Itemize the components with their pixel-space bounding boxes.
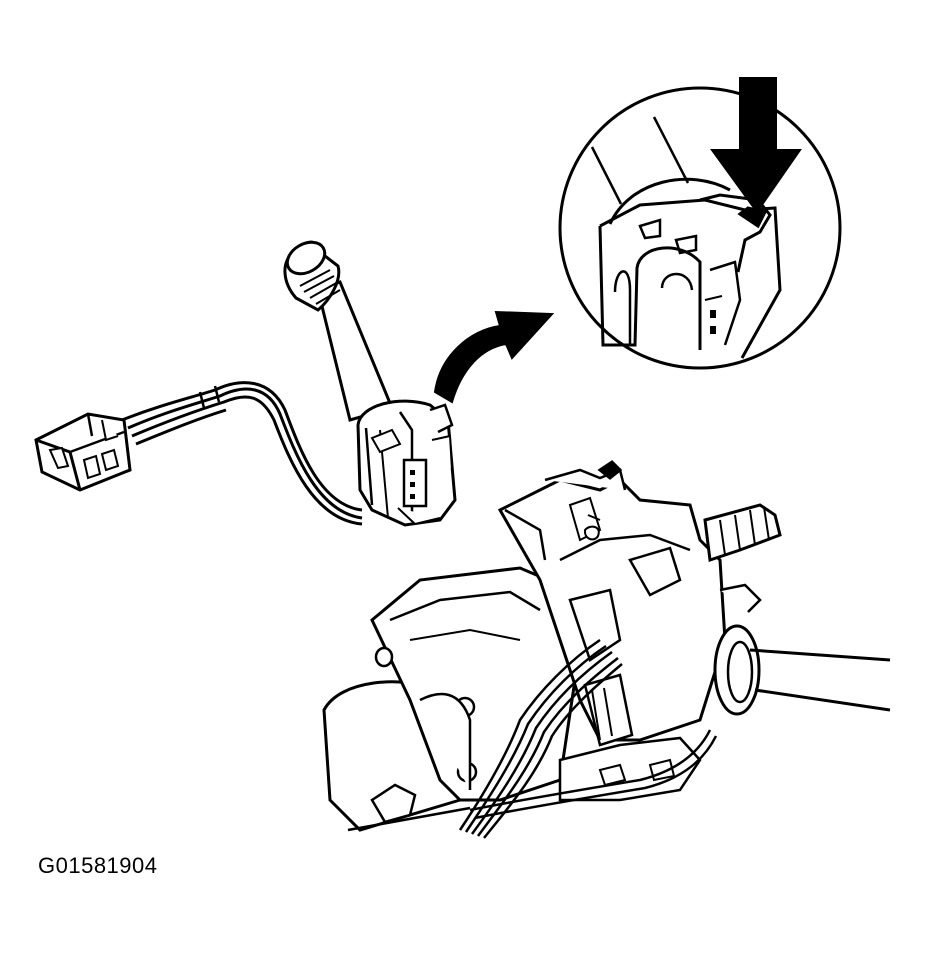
figure-id-label: G01581904 <box>38 853 158 878</box>
wire-harness <box>122 383 362 524</box>
switch-lever <box>282 236 455 525</box>
steering-column <box>324 462 890 830</box>
detail-magnifier <box>560 88 840 368</box>
release-arrow <box>712 78 800 212</box>
column-wires <box>460 640 716 838</box>
connector-plug <box>36 414 130 490</box>
motion-arrow <box>435 312 552 402</box>
